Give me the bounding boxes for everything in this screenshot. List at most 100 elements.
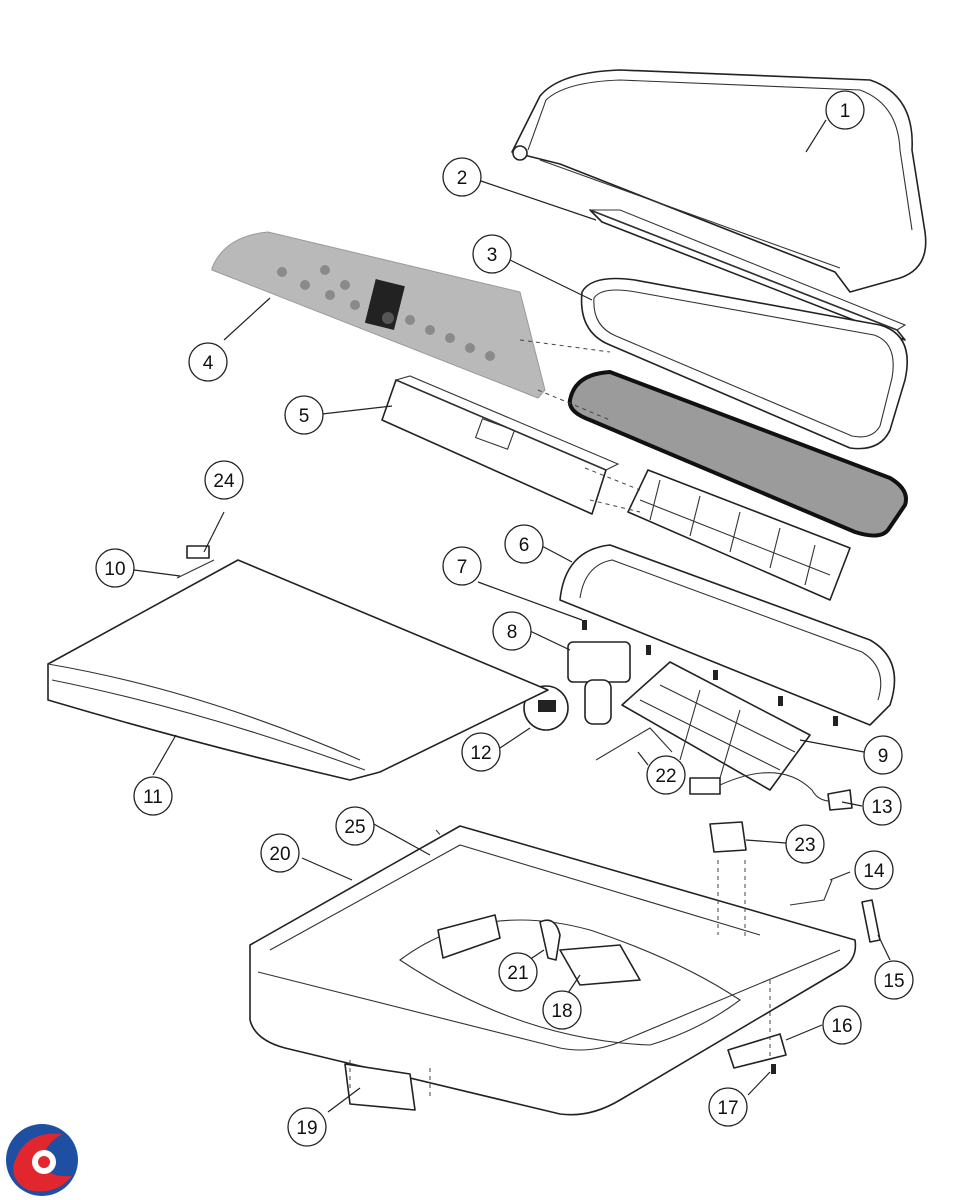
callout-number: 21 xyxy=(507,963,528,984)
part-electronic-module xyxy=(621,661,811,791)
callout-21: 21 xyxy=(498,952,538,992)
callout-18: 18 xyxy=(542,990,582,1030)
callout-4: 4 xyxy=(188,342,228,382)
callout-number: 11 xyxy=(143,787,163,808)
part-control-board xyxy=(381,375,620,515)
callout-circle xyxy=(204,460,244,500)
brand-swirl-logo xyxy=(6,1124,78,1196)
callout-number: 7 xyxy=(457,557,468,578)
part-wire-harness xyxy=(595,727,673,761)
callout-7: 7 xyxy=(442,546,482,586)
part-hose-14 xyxy=(789,879,833,906)
part-power-cord xyxy=(689,772,853,811)
callout-19: 19 xyxy=(287,1107,327,1147)
callout-circle xyxy=(260,833,300,873)
callout-circle xyxy=(854,850,894,890)
callout-circle xyxy=(822,1005,862,1045)
callout-number: 19 xyxy=(296,1118,317,1139)
callout-circle xyxy=(442,546,482,586)
part-cabinet-top xyxy=(249,825,857,1116)
callout-number: 23 xyxy=(794,835,815,856)
callout-circle xyxy=(188,342,228,382)
callout-number: 25 xyxy=(344,817,365,838)
callout-13: 13 xyxy=(862,786,902,826)
callout-number: 8 xyxy=(507,622,518,643)
part-latch-19 xyxy=(344,1063,416,1111)
callout-circle xyxy=(862,786,902,826)
callout-circle xyxy=(498,952,538,992)
callout-circle xyxy=(284,395,324,435)
callout-number: 16 xyxy=(831,1016,852,1037)
callout-circle xyxy=(133,776,173,816)
part-screws xyxy=(582,620,838,726)
callout-number: 18 xyxy=(551,1001,572,1022)
callout-number: 1 xyxy=(840,101,851,122)
callout-10: 10 xyxy=(95,548,135,588)
part-bracket-23 xyxy=(709,821,747,853)
callout-circle xyxy=(863,735,903,775)
part-screw-17 xyxy=(771,1064,776,1074)
part-window-glass xyxy=(567,369,908,538)
part-bracket-15 xyxy=(861,899,881,943)
part-water-valve xyxy=(567,641,631,725)
callout-25: 25 xyxy=(335,806,375,846)
callout-number: 3 xyxy=(487,245,498,266)
callout-circle xyxy=(825,90,865,130)
callout-number: 24 xyxy=(213,471,235,492)
part-hinge-inner xyxy=(437,914,501,959)
callout-22: 22 xyxy=(646,755,686,795)
callout-5: 5 xyxy=(284,395,324,435)
callout-8: 8 xyxy=(492,611,532,651)
callout-17: 17 xyxy=(708,1087,748,1127)
callout-number: 2 xyxy=(457,168,468,189)
callout-number: 5 xyxy=(299,406,310,427)
callout-circle xyxy=(95,548,135,588)
callout-circle xyxy=(874,960,914,1000)
callout-3: 3 xyxy=(472,234,512,274)
assembly-guide-lines xyxy=(349,339,771,1100)
part-support-bracket xyxy=(627,469,851,601)
callout-number: 20 xyxy=(269,844,290,865)
callout-circle xyxy=(335,806,375,846)
callout-circle xyxy=(287,1107,327,1147)
callout-leaders xyxy=(133,119,891,1113)
callout-9: 9 xyxy=(863,735,903,775)
callout-6: 6 xyxy=(504,524,544,564)
callout-number: 4 xyxy=(203,353,214,374)
part-control-panel-overlay xyxy=(211,231,546,399)
callout-number: 17 xyxy=(717,1098,738,1119)
part-console-base xyxy=(559,544,896,726)
callout-14: 14 xyxy=(854,850,894,890)
part-lid xyxy=(47,559,549,781)
callout-number: 6 xyxy=(519,535,530,556)
callout-number: 15 xyxy=(883,971,904,992)
callout-circle xyxy=(646,755,686,795)
callout-circle xyxy=(785,824,825,864)
part-console-cover xyxy=(511,69,927,293)
callout-number: 14 xyxy=(863,861,885,882)
part-trim-strip xyxy=(589,209,907,341)
callout-20: 20 xyxy=(260,833,300,873)
part-hinge-16 xyxy=(727,1033,787,1069)
callout-number: 22 xyxy=(655,766,676,787)
callout-12: 12 xyxy=(461,732,501,772)
callout-24: 24 xyxy=(204,460,244,500)
callout-number: 10 xyxy=(104,559,125,580)
callout-15: 15 xyxy=(874,960,914,1000)
part-hinge-clip xyxy=(186,545,210,559)
callout-circle xyxy=(461,732,501,772)
part-hose-21 xyxy=(539,919,561,961)
callout-bubbles: 1234567891011121314151617181920212223242… xyxy=(95,90,914,1147)
callout-circle xyxy=(504,524,544,564)
callout-number: 9 xyxy=(878,746,889,767)
callout-11: 11 xyxy=(133,776,173,816)
part-window-frame xyxy=(580,277,909,450)
callout-1: 1 xyxy=(825,90,865,130)
callout-circle xyxy=(472,234,512,274)
callout-2: 2 xyxy=(442,157,482,197)
callout-23: 23 xyxy=(785,824,825,864)
callout-16: 16 xyxy=(822,1005,862,1045)
callout-circle xyxy=(542,990,582,1030)
callout-circle xyxy=(708,1087,748,1127)
